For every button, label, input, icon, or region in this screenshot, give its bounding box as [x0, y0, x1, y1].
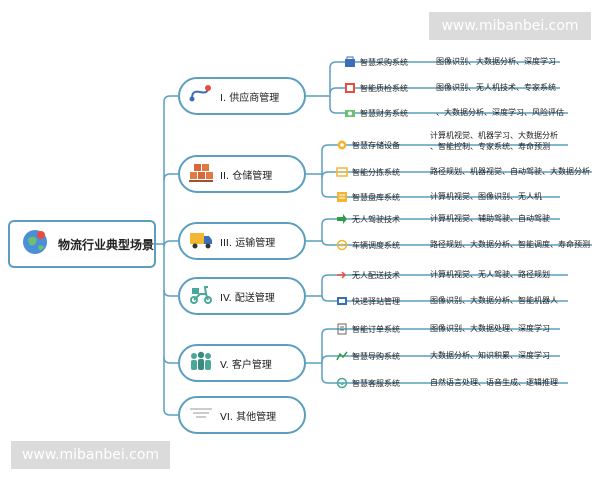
root-title: 物流行业典型场景	[58, 237, 155, 252]
category-connector	[163, 289, 178, 297]
boxes-icon	[188, 160, 214, 188]
leaf-desc: 大数据分析、知识积累、深度学习	[430, 351, 550, 360]
leaf-underline	[321, 144, 568, 152]
leaf-desc: 图像识别、大数据分析、智能机器人	[430, 296, 558, 305]
leaf-underline	[329, 87, 560, 95]
root-node: 物流行业典型场景	[8, 220, 156, 268]
dispatch-icon	[336, 239, 348, 251]
category-connector	[163, 173, 178, 181]
leaf-underline	[321, 355, 560, 363]
service-icon	[336, 377, 348, 389]
category-delivery: IV. 配送管理	[178, 277, 306, 315]
category-label: V. 客户管理	[220, 359, 272, 371]
leaf-desc: 计算机视觉、辅助驾驶、自动驾驶	[430, 214, 550, 223]
leaf-node: 智慧导购系统	[336, 350, 400, 362]
leaf-desc: 自然语言处理、语音生成、逻辑推理	[430, 378, 558, 387]
leaf-name: 无人驾驶技术	[352, 214, 400, 224]
leaf-name: 智慧存储设备	[352, 140, 400, 150]
leaf-node: 智能分拣系统	[336, 166, 400, 178]
category-connector	[163, 240, 178, 248]
leaf-desc: 计算机视觉、机器学习、大数据分析	[430, 131, 558, 140]
order-icon	[336, 323, 348, 335]
leaf-name: 智慧采购系统	[360, 57, 408, 67]
leaf-underline	[329, 61, 560, 69]
delivery-icon	[336, 269, 348, 281]
leaf-desc: 路径规划、大数据分析、智能调度、寿命预测	[430, 240, 590, 249]
leaf-name: 智慧客服系统	[352, 378, 400, 388]
category-supplier: I. 供应商管理	[178, 77, 306, 115]
leaf-name: 智能质检系统	[360, 83, 408, 93]
leaf-desc: 图像识别、大数据处理、深度学习	[430, 324, 550, 333]
leaf-node: 无人配送技术	[336, 269, 400, 281]
leaf-desc: 计算机视觉、无人驾驶、路径规划	[430, 270, 550, 279]
category-connector	[163, 356, 178, 364]
leaf-name: 智慧导购系统	[352, 351, 400, 361]
sort-icon	[336, 166, 348, 178]
leaf-node: 快递驿站管理	[336, 295, 400, 307]
leaf-underline	[321, 238, 592, 246]
category-label: IV. 配送管理	[220, 292, 275, 304]
leaf-node: 智能质检系统	[344, 82, 408, 94]
category-label: I. 供应商管理	[220, 92, 280, 104]
watermark: www.mibanbei.com	[429, 12, 591, 40]
leaf-desc: 图像识别、无人机技术、专家系统	[436, 83, 556, 92]
leaf-node: 智慧客服系统	[336, 377, 400, 389]
category-label: III. 运输管理	[220, 237, 276, 249]
leaf-node: 智慧财务系统	[344, 107, 408, 119]
leaf-node: 智慧采购系统	[344, 56, 408, 68]
category-connector	[163, 408, 178, 416]
leaf-desc: 计算机视觉、图像识别、无人机	[430, 192, 542, 201]
gear-icon	[336, 139, 348, 151]
inventory-icon	[336, 191, 348, 203]
leaf-name: 车辆调度系统	[352, 240, 400, 250]
leaf-name: 智慧财务系统	[360, 108, 408, 118]
money-icon	[344, 107, 356, 119]
leaf-node: 车辆调度系统	[336, 239, 400, 251]
guide-icon	[336, 350, 348, 362]
leaf-underline	[321, 274, 568, 282]
shopping-icon	[344, 56, 356, 68]
leaf-name: 智能订单系统	[352, 324, 400, 334]
arrow-icon	[336, 213, 348, 225]
people-icon	[188, 349, 214, 377]
leaf-underline	[321, 328, 560, 336]
category-connector	[163, 95, 178, 103]
inspect-icon	[344, 82, 356, 94]
leaf-node: 智能订单系统	[336, 323, 400, 335]
category-label: II. 仓储管理	[220, 170, 273, 182]
leaf-node: 智慧存储设备	[336, 139, 400, 151]
leaf-name: 快递驿站管理	[352, 296, 400, 306]
leaf-underline	[321, 218, 560, 226]
watermark: www.mibanbei.com	[11, 441, 170, 469]
leaf-desc: 路径规划、机器视觉、自动驾驶、大数据分析	[430, 167, 590, 176]
category-customer: V. 客户管理	[178, 344, 306, 382]
leaf-underline	[321, 376, 568, 384]
route-icon	[188, 82, 214, 110]
leaf-node: 智慧盘库系统	[336, 191, 400, 203]
leaf-underline	[321, 294, 568, 302]
category-label: VI. 其他管理	[220, 411, 277, 423]
globe-icon	[20, 227, 50, 261]
lines-icon	[188, 401, 214, 429]
leaf-name: 智慧盘库系统	[352, 192, 400, 202]
leaf-node: 无人驾驶技术	[336, 213, 400, 225]
leaf-underline	[321, 171, 592, 179]
category-other: VI. 其他管理	[178, 396, 306, 434]
category-transport: III. 运输管理	[178, 222, 306, 260]
leaf-underline	[321, 190, 560, 198]
leaf-desc: 、智能控制、专家系统、寿命预测	[430, 142, 550, 151]
leaf-underline	[329, 106, 568, 114]
leaf-desc: 、大数据分析、深度学习、风险评估	[436, 108, 564, 117]
leaf-name: 智能分拣系统	[352, 167, 400, 177]
category-warehouse: II. 仓储管理	[178, 155, 306, 193]
leaf-desc: 图像识别、大数据分析、深度学习	[436, 57, 556, 66]
station-icon	[336, 295, 348, 307]
scooter-icon	[188, 282, 214, 310]
truck-icon	[188, 227, 214, 255]
leaf-name: 无人配送技术	[352, 270, 400, 280]
